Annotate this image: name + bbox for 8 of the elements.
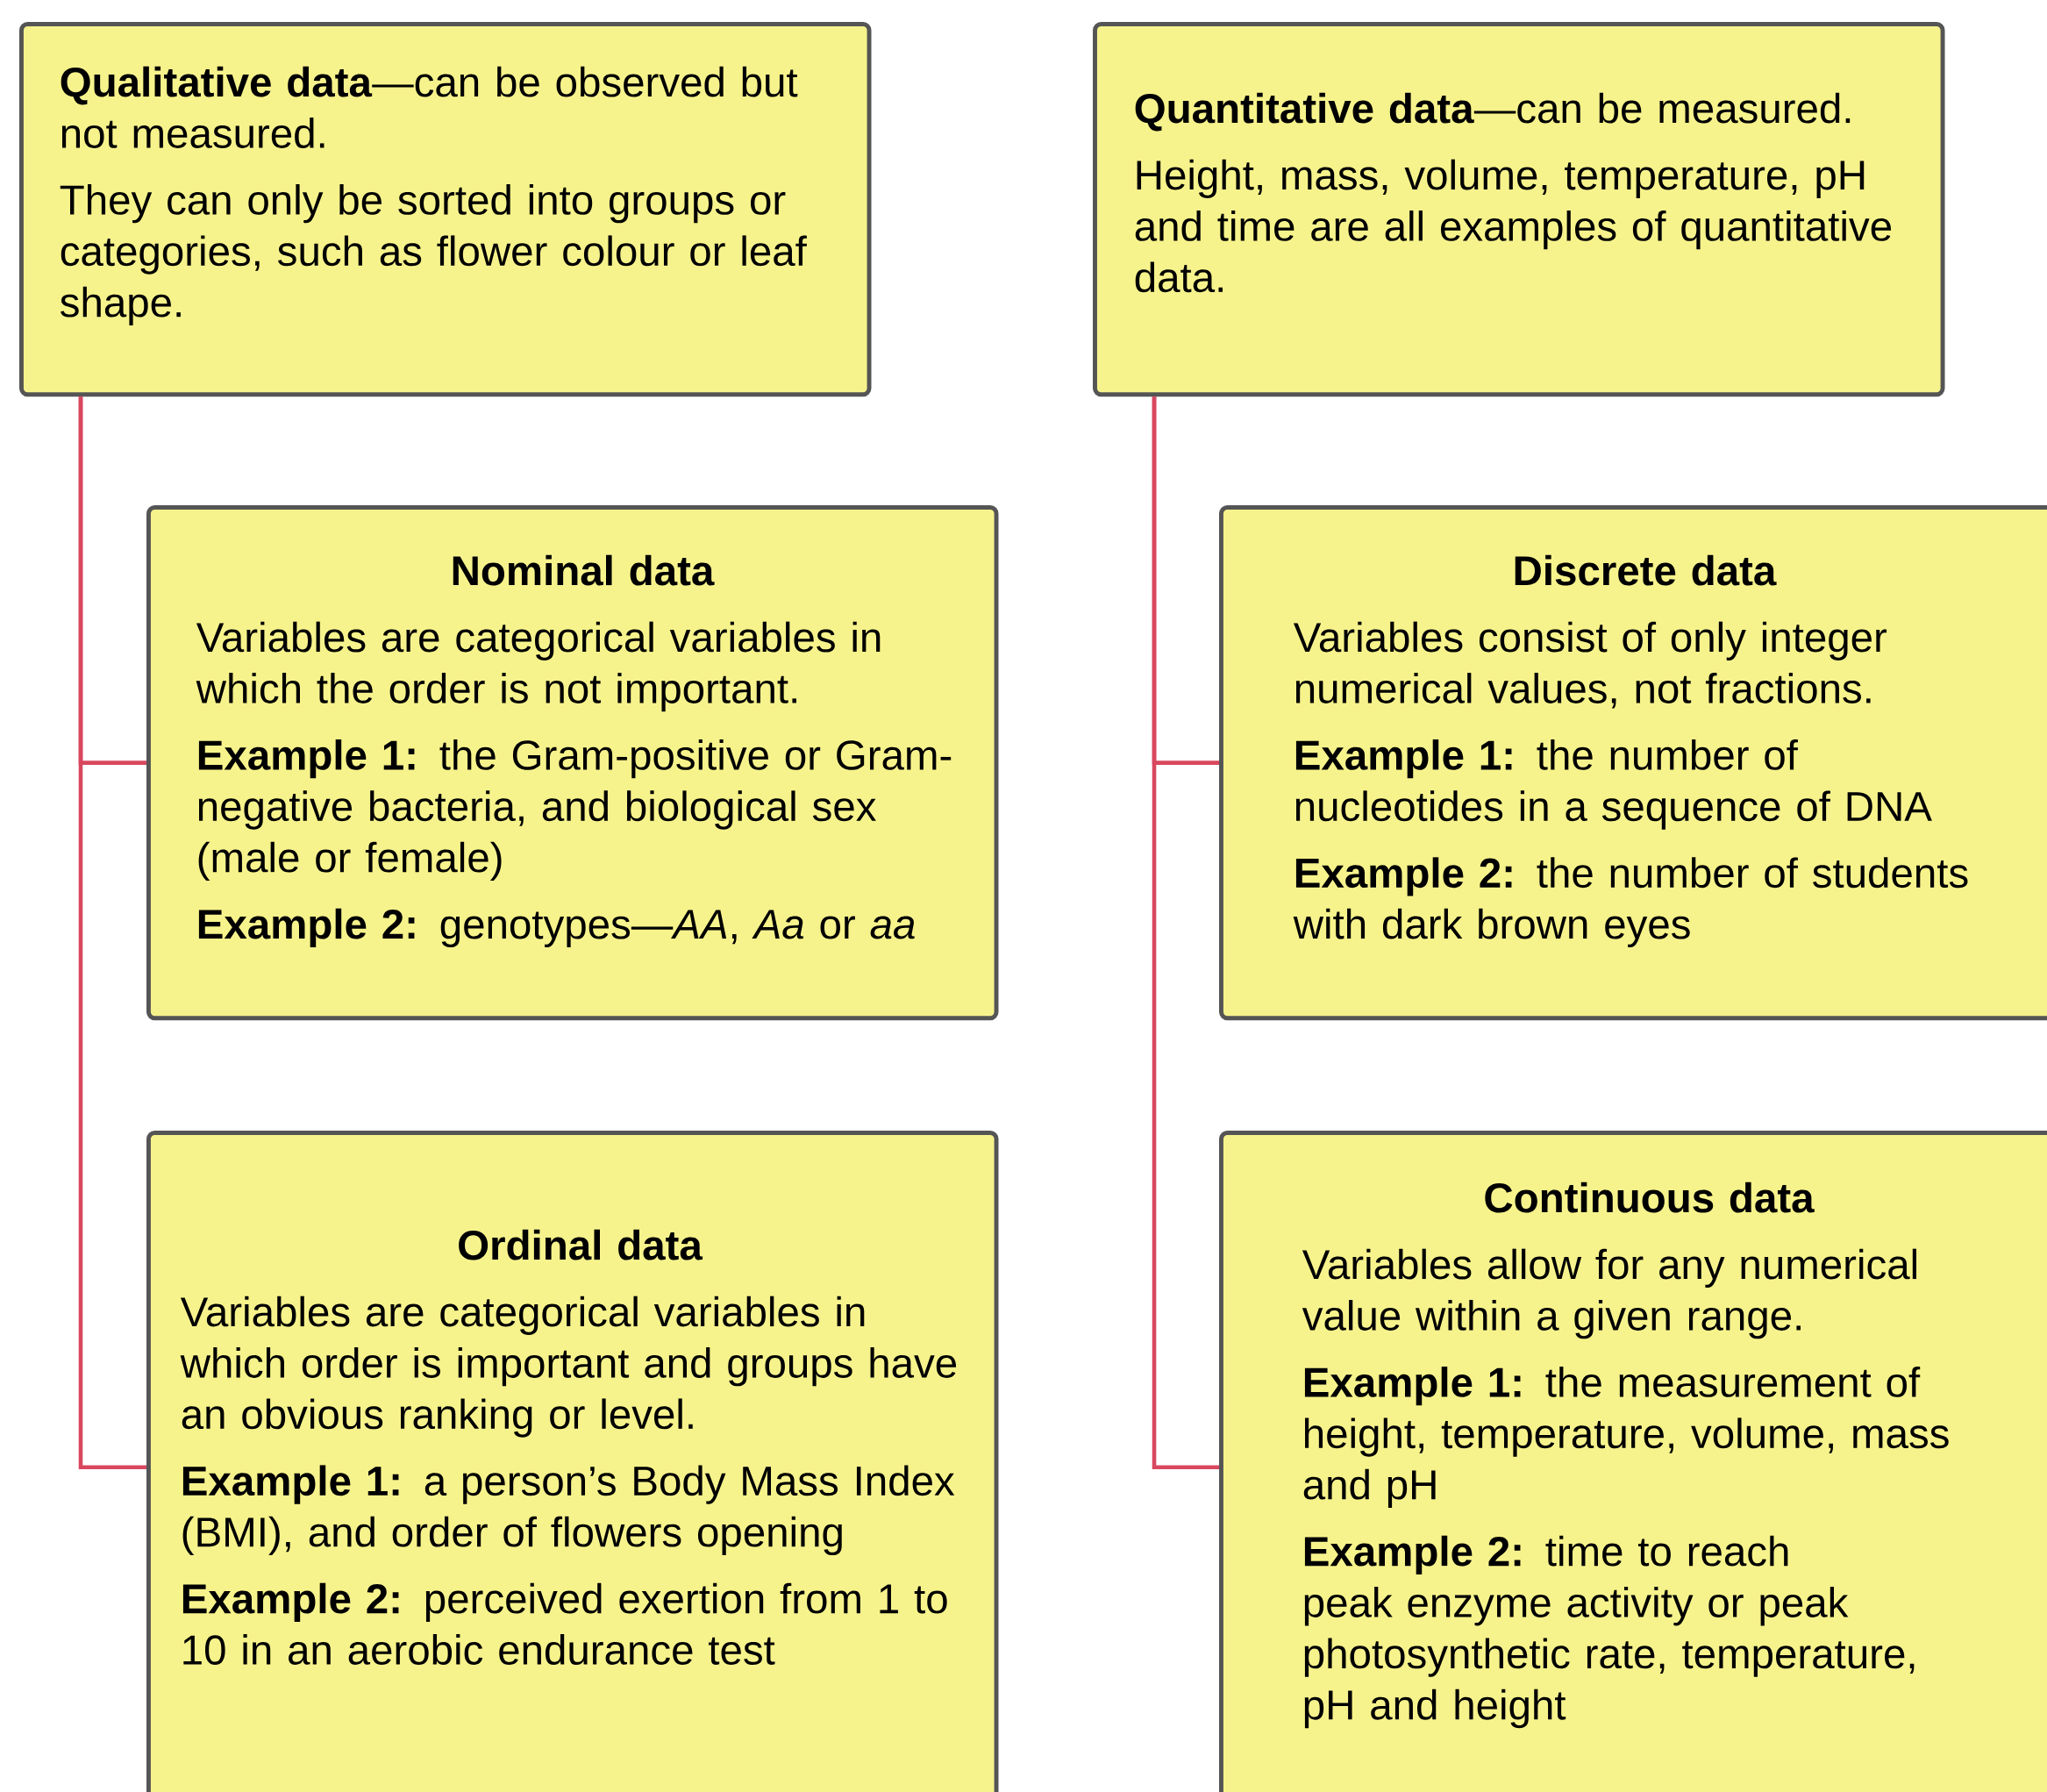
category-box: Nominal data Variables are categorical variables in which the order is not important. Example 1: the Gram-positive or Gram-negative bacteria, and biological sex (male or female) Example 2: genotypes—AA, Aa or aa: [146, 505, 999, 1021]
definition-box: Quantitative data—can be measured. Height, mass, volume, temperature, pH and time are all examples of quantitative data.: [1093, 22, 1945, 397]
connector-line: [1152, 396, 1220, 1469]
connector-line: [78, 396, 146, 1469]
category-box: Discrete data Variables consist of only integer numerical values, not fractions. Example 1: the number of nucleotides in a sequence of DNA Example 2: the number of students with dark brown eyes: [1219, 505, 2047, 1021]
category-box: Continuous data Variables allow for any numerical value within a given range. Example 1: the measurement of height, temperature, volume, mass and pH Example 2: time to reach peak enzyme activity or peak photosynthetic rate, temperature, pH and height: [1219, 1131, 2047, 1792]
definition-box: Qualitative data—can be observed but not measured. They can only be sorted into groups or categories, such as flower colour or leaf shape.: [19, 22, 872, 397]
category-box: Ordinal data Variables are categorical variables in which order is important and groups have an obvious ranking or level. Example 1: a person’s Body Mass Index (BMI), and order of flowers opening Example 2: perceived exertion from 1 to 10 in an aerobic endurance test: [146, 1131, 999, 1792]
